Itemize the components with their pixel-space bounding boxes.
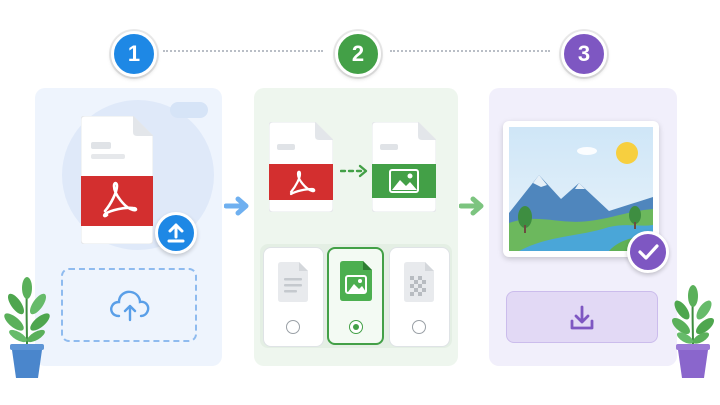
image-file-icon — [371, 121, 437, 213]
pdf-file-icon[interactable] — [80, 115, 154, 245]
convert-arrow-icon — [340, 164, 368, 178]
download-button[interactable] — [506, 291, 658, 343]
step-connector-2-3 — [390, 50, 550, 52]
compressed-file-icon — [404, 262, 434, 302]
step-connector-1-2 — [163, 50, 323, 52]
pdf-file-icon — [268, 121, 334, 213]
option-image-card[interactable] — [327, 247, 384, 345]
option-compressed-radio[interactable] — [412, 320, 426, 334]
arrow-right-icon — [459, 196, 484, 216]
plant-right-icon — [671, 285, 715, 378]
option-document-radio[interactable] — [286, 320, 300, 334]
convert-panel — [254, 88, 458, 366]
step-2-badge: 2 — [335, 31, 381, 77]
step-1-badge: 1 — [111, 31, 157, 77]
upload-dropzone[interactable] — [61, 268, 197, 342]
arrow-right-icon — [224, 196, 249, 216]
cloud-upload-icon — [110, 290, 150, 322]
option-image-radio[interactable] — [349, 320, 363, 334]
result-panel — [489, 88, 677, 366]
document-icon — [278, 262, 308, 302]
upload-arrow-icon[interactable] — [155, 212, 197, 254]
option-compressed-card[interactable] — [389, 247, 450, 347]
image-icon — [340, 261, 372, 301]
step-3-badge: 3 — [561, 31, 607, 77]
option-document-card[interactable] — [263, 247, 324, 347]
background-cloud — [170, 102, 208, 118]
check-circle-icon — [627, 231, 669, 273]
upload-panel — [35, 88, 222, 366]
plant-left-icon — [4, 277, 50, 378]
download-icon — [570, 305, 594, 330]
landscape-image-icon[interactable] — [503, 121, 659, 257]
